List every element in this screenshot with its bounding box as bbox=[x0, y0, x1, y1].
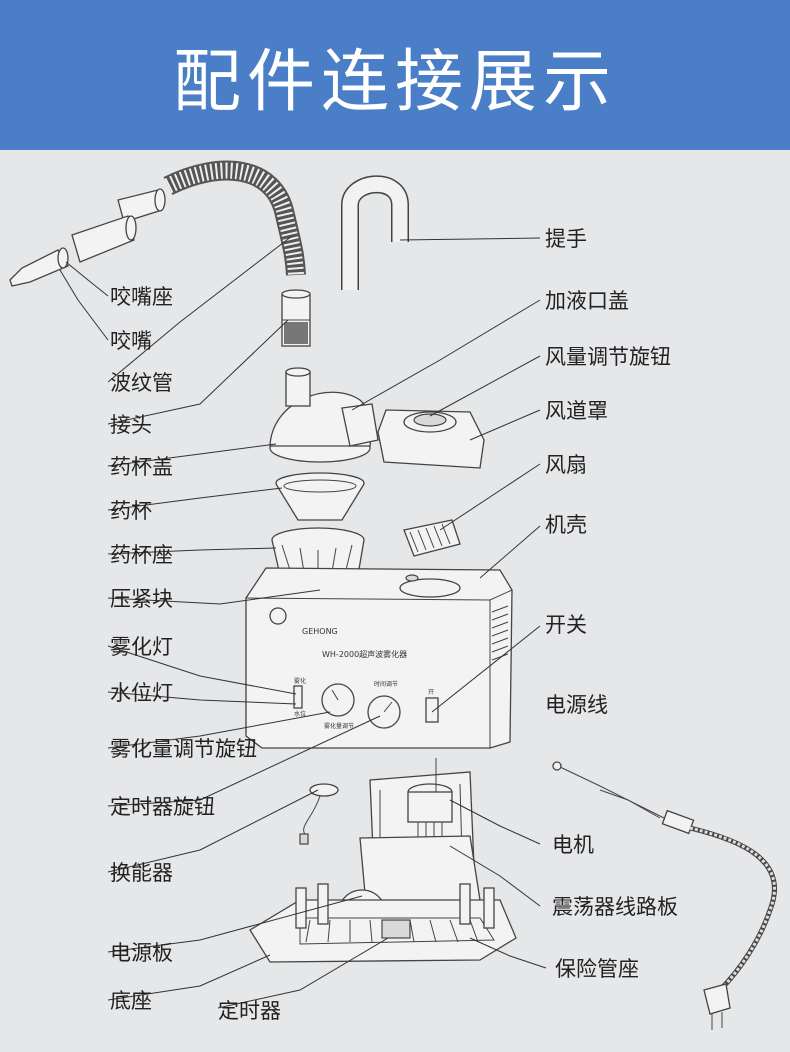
label-fuse-holder: 保险管座 bbox=[555, 957, 639, 981]
label-transducer: 换能器 bbox=[110, 861, 173, 885]
label-housing: 机壳 bbox=[545, 513, 587, 537]
label-handle: 提手 bbox=[545, 227, 587, 251]
label-water-level-lamp: 水位灯 bbox=[110, 681, 173, 705]
mouthpiece-holder-part bbox=[71, 188, 166, 263]
leader-lines bbox=[59, 235, 547, 1009]
label-medicine-cup: 药杯 bbox=[110, 499, 152, 523]
label-oscillator-board: 震荡器线路板 bbox=[552, 895, 678, 919]
base-part bbox=[249, 883, 517, 963]
label-base: 底座 bbox=[110, 989, 152, 1013]
housing-part bbox=[245, 567, 513, 749]
knob-right-text: 时间调节 bbox=[374, 680, 398, 688]
transducer-part bbox=[299, 783, 339, 845]
label-mouthpiece: 咬嘴 bbox=[110, 329, 152, 353]
brand-text: GEHONG bbox=[302, 627, 338, 636]
lamp-top-text: 雾化 bbox=[294, 677, 306, 685]
power-cord-part bbox=[552, 761, 778, 1030]
label-atomize-lamp: 雾化灯 bbox=[110, 635, 173, 659]
label-fill-cap: 加液口盖 bbox=[545, 289, 629, 313]
handle-part bbox=[341, 175, 409, 290]
label-power-cord: 电源线 bbox=[545, 693, 608, 717]
label-air-duct-cover: 风道罩 bbox=[545, 399, 608, 423]
label-connector: 接头 bbox=[110, 413, 152, 437]
lamp-bottom-text: 水位 bbox=[294, 710, 306, 718]
model-text: WH-2000超声波雾化器 bbox=[322, 649, 407, 659]
label-power-board: 电源板 bbox=[110, 941, 173, 965]
corrugated-tube-part bbox=[163, 160, 306, 276]
mouthpiece-part bbox=[9, 247, 69, 287]
knob-left-text: 雾化量调节 bbox=[324, 722, 354, 730]
label-motor: 电机 bbox=[552, 833, 594, 857]
label-timer-knob: 定时器旋钮 bbox=[110, 795, 215, 819]
cup-lid-part bbox=[269, 367, 379, 463]
label-cup-base: 药杯座 bbox=[110, 543, 173, 567]
label-cup-lid: 药杯盖 bbox=[110, 455, 173, 479]
exploded-view-diagram: GEHONG WH-2000超声波雾化器 雾化 水位 雾化量调节 时间调节 开 bbox=[9, 160, 778, 1030]
connector-part bbox=[281, 289, 311, 347]
switch-text: 开 bbox=[428, 689, 434, 696]
label-fan: 风扇 bbox=[545, 453, 587, 477]
label-atomize-knob: 雾化量调节旋钮 bbox=[110, 737, 257, 761]
label-switch: 开关 bbox=[545, 613, 587, 637]
medicine-cup-part bbox=[275, 472, 365, 521]
page-title: 配件连接展示 bbox=[172, 42, 617, 122]
label-airflow-knob: 风量调节旋钮 bbox=[545, 345, 671, 369]
label-clamp-block: 压紧块 bbox=[110, 587, 173, 611]
title-banner: 配件连接展示 bbox=[0, 0, 790, 150]
cup-base-part bbox=[271, 527, 365, 576]
label-timer: 定时器 bbox=[218, 999, 281, 1023]
air-duct-cover-part bbox=[377, 409, 485, 469]
fan-part bbox=[403, 519, 461, 557]
label-mouthpiece-holder: 咬嘴座 bbox=[110, 285, 173, 309]
label-corrugated-tube: 波纹管 bbox=[110, 371, 173, 395]
